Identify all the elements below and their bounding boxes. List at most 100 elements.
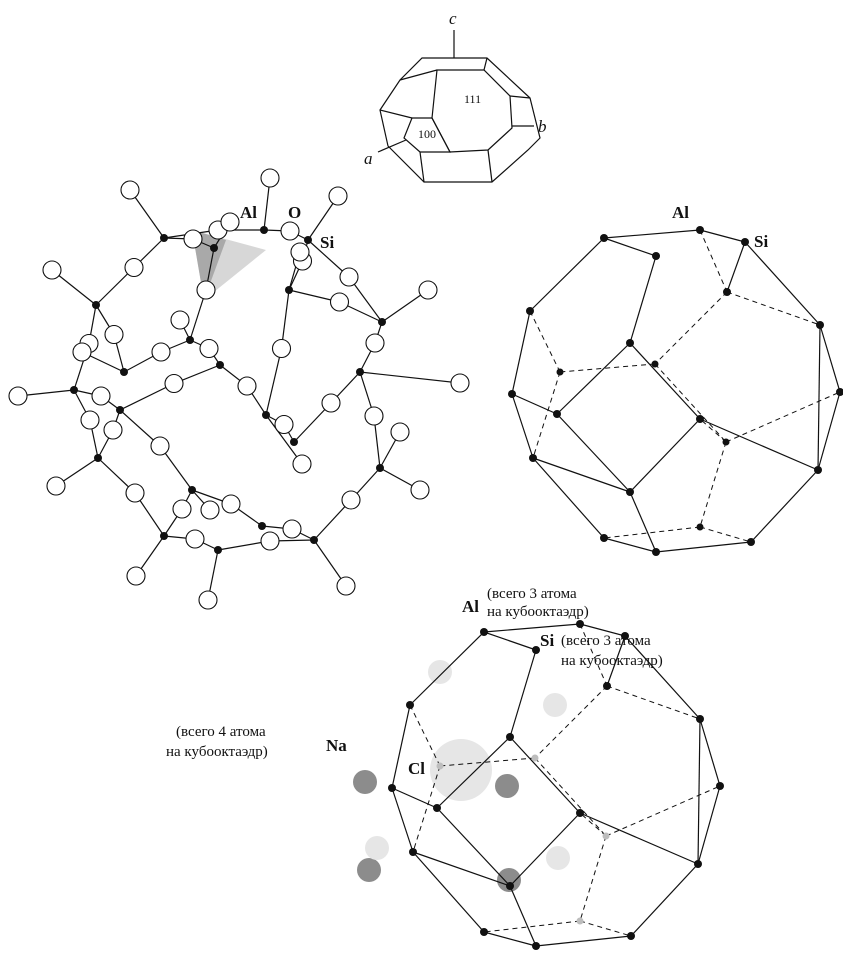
cage-edge [744, 241, 821, 326]
cage-node [480, 628, 488, 636]
hidden-node [722, 438, 730, 446]
oxygen-atom [390, 422, 410, 442]
visible-edges [511, 229, 841, 553]
cage-node [406, 701, 414, 709]
oxygen-atom [410, 480, 430, 500]
cage-edge [556, 342, 631, 415]
cage-node [816, 321, 824, 329]
oxygen-atom [418, 280, 438, 300]
cage-node [741, 238, 749, 246]
t-atom [378, 318, 386, 326]
cage-edge [699, 229, 746, 243]
habit-edge [419, 151, 425, 183]
oxygen-atom [200, 500, 220, 520]
cage-node [388, 784, 396, 792]
cage-node [603, 682, 611, 690]
cage-node [600, 534, 608, 542]
oxygen-atom [120, 180, 140, 200]
oxygen-atom [260, 168, 280, 188]
cage-edge [511, 310, 531, 395]
na-count-note-2: на кубооктаэдр) [166, 744, 268, 760]
hidden-edge [532, 371, 561, 459]
cl-back-sphere [546, 846, 570, 870]
framework-bond [280, 289, 290, 349]
t-atom [258, 522, 266, 530]
habit-edge [399, 69, 438, 81]
axis-a-label: a [364, 149, 373, 168]
cage-edge [629, 418, 701, 493]
cage-edge [511, 393, 534, 459]
habit-edge [487, 149, 493, 183]
cage-node [621, 632, 629, 640]
cage-node [716, 782, 724, 790]
cage-edge [532, 457, 605, 539]
axis-c-label: c [449, 9, 457, 28]
cage-edge [726, 241, 746, 293]
oxygen-atoms [8, 168, 470, 610]
cage-edge [629, 255, 657, 344]
hidden-edge [579, 920, 632, 937]
hidden-edge [439, 757, 536, 767]
skeleton-label-si: Si [754, 232, 768, 251]
cage-edge [697, 785, 721, 865]
cage-edge [819, 324, 841, 393]
oxygen-atom [292, 454, 312, 474]
cage-node [626, 488, 634, 496]
t-atom [214, 546, 222, 554]
cage-edge [412, 851, 485, 933]
cage-node [506, 733, 514, 741]
oxygen-atom [199, 338, 219, 359]
na-count-note-1: (всего 4 атома [176, 724, 266, 740]
cage-edge [697, 718, 701, 865]
cage-edge [529, 237, 605, 312]
cage-node [553, 410, 561, 418]
sodalite-label-al: Al [462, 597, 479, 616]
t-atom [290, 438, 298, 446]
cage-edge [699, 718, 721, 787]
t-atom [260, 226, 268, 234]
oxygen-atom [72, 342, 92, 362]
oxygen-atom [151, 342, 171, 362]
na-sphere [495, 774, 519, 798]
cage-node [506, 882, 514, 890]
sodalite-cage [353, 620, 724, 950]
hidden-edge [725, 391, 841, 443]
cage-node [576, 620, 584, 628]
hidden-edge [534, 685, 608, 759]
cage-edge [603, 537, 657, 553]
cl-back-sphere [365, 836, 389, 860]
t-atom [186, 336, 194, 344]
sodalite-label-cl: Cl [408, 759, 425, 778]
cage-node [626, 339, 634, 347]
oxygen-atom [237, 376, 257, 396]
cage-edge [750, 469, 819, 543]
cage-node [532, 942, 540, 950]
oxygen-atom [125, 483, 145, 503]
cage-node [836, 388, 843, 396]
t-atom [160, 532, 168, 540]
hidden-node [556, 368, 564, 376]
hidden-edges [529, 229, 841, 543]
t-atom [70, 386, 78, 394]
face-100-outline [403, 117, 451, 153]
oxygen-atom [329, 292, 350, 312]
hidden-edge [726, 291, 821, 326]
face-100-label: 100 [418, 127, 436, 141]
cage-edge [391, 787, 438, 809]
hidden-edge [579, 835, 607, 922]
oxygen-atom [450, 373, 470, 393]
cage-edge [436, 807, 511, 887]
t-atom [188, 486, 196, 494]
oxygen-atom [172, 499, 192, 519]
hidden-edge [603, 526, 701, 539]
habit-outline [379, 57, 541, 183]
oxygen-atom [328, 186, 348, 206]
cage-node [480, 928, 488, 936]
cage-node [532, 646, 540, 654]
oxygen-atom [271, 338, 292, 359]
cage-edge [436, 736, 511, 809]
hidden-node [651, 360, 659, 368]
oxygen-atom [220, 212, 240, 232]
oxygen-atom [91, 386, 111, 406]
